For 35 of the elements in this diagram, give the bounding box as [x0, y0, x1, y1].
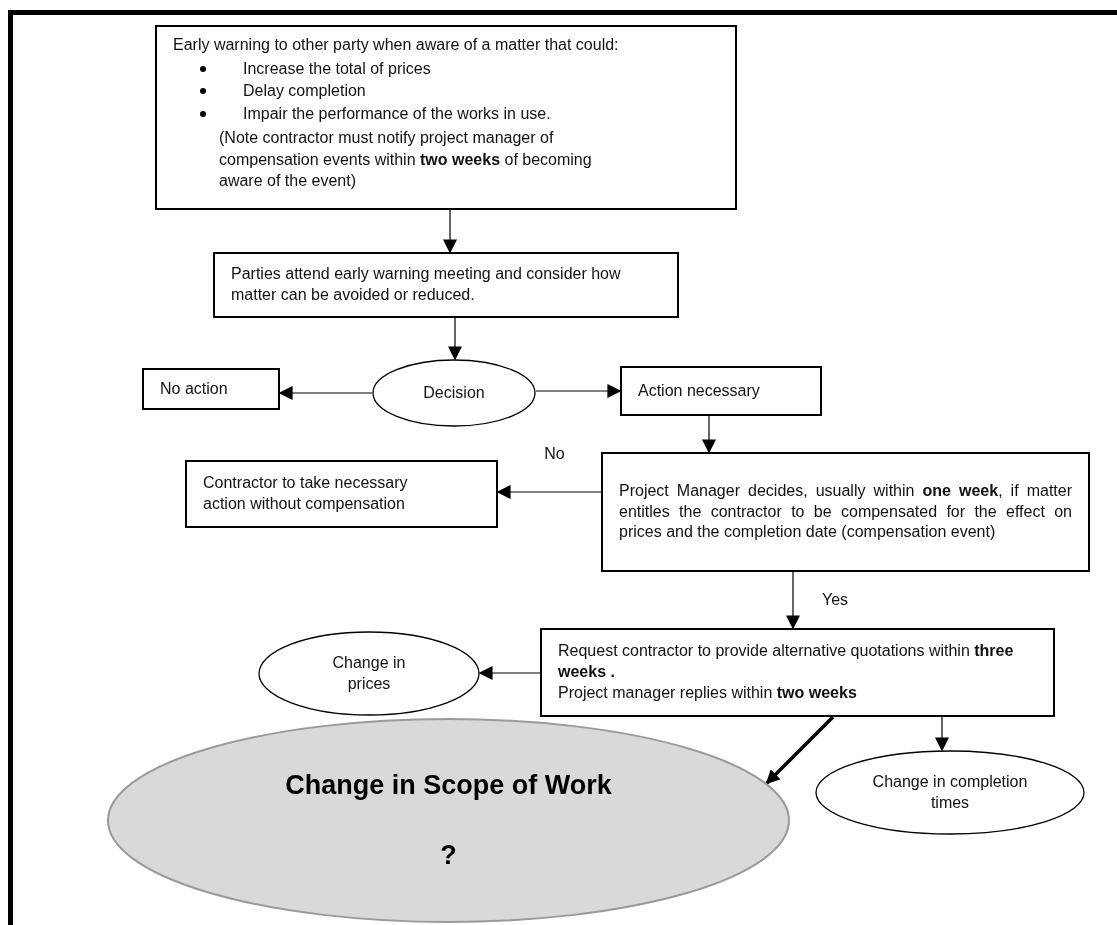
- process-box: [142, 368, 280, 410]
- question-mark: ?: [440, 838, 457, 872]
- node-text: Change in Scope of Work: [285, 769, 612, 803]
- node-text: Request contractor to provide alternative quotations within three weeks .: [558, 641, 1015, 683]
- bullet-item: Increase the total of prices: [243, 59, 431, 77]
- node-text: Parties attend early warning meeting and consider how matter can be avoided or reduced.: [231, 264, 622, 305]
- process-box: [601, 452, 1090, 572]
- arrow: [765, 715, 835, 785]
- node-text: Action necessary: [638, 380, 761, 401]
- node-text: Decision: [423, 382, 485, 403]
- node-text: Project manager replies within two weeks: [558, 682, 858, 703]
- box-text: Early warning to other party when aware of a matter that could:: [173, 35, 620, 55]
- bullet-item: Delay completion: [243, 82, 366, 100]
- arrow: [786, 571, 800, 630]
- ellipse-node: [815, 750, 1085, 835]
- node-text: No action: [160, 378, 229, 399]
- process-box: [213, 252, 679, 318]
- ellipse-node: [372, 359, 536, 427]
- process-box: [185, 460, 498, 528]
- ellipse-node: [258, 631, 480, 716]
- node-text: Project Manager decides, usually within one week, if matter entitles the contractor to be compensated for the effect on prices and the completion date (compensation event): [619, 480, 1072, 543]
- arrow: [935, 716, 949, 752]
- process-box: [620, 366, 822, 416]
- arrow: [448, 317, 462, 361]
- arrow: [443, 209, 457, 254]
- node-text: Contractor to take necessary action without compensation: [203, 473, 409, 514]
- node-text: Change in prices: [331, 652, 407, 694]
- process-box: [155, 25, 737, 210]
- node-text: Change in completion times: [871, 771, 1029, 813]
- bullet-item: Impair the performance of the works in use.: [243, 104, 551, 122]
- ellipse-node: [107, 718, 790, 923]
- arrow: [535, 384, 622, 398]
- note-text: (Note contractor must notify project manager of compensation events within two weeks of becoming aware of the event): [218, 127, 593, 192]
- arrow: [702, 415, 716, 454]
- process-box: [540, 628, 1055, 717]
